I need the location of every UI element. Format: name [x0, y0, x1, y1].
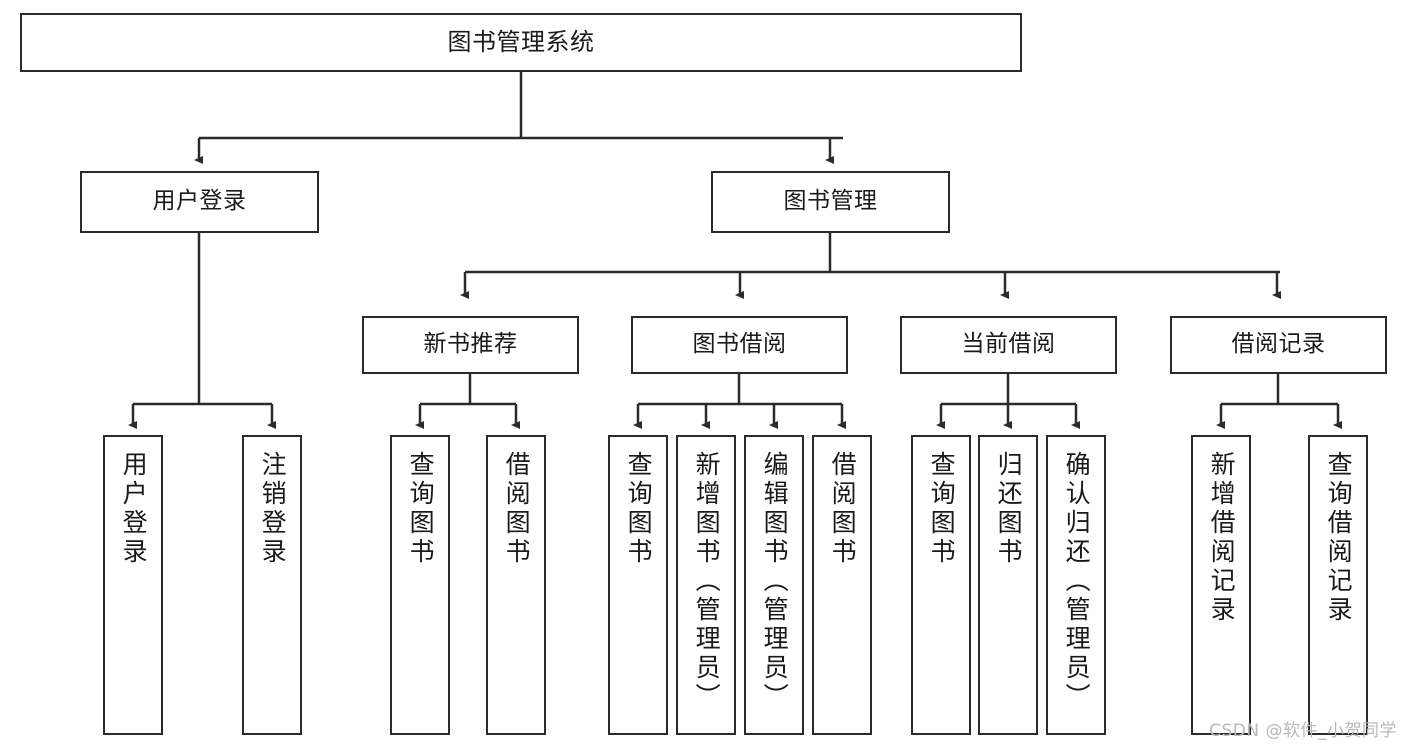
- node-new-book-recommend[interactable]: 新书推荐: [362, 316, 579, 374]
- node-leaf-query-book-current[interactable]: 查询图书: [911, 435, 971, 735]
- node-leaf-add-borrow-record[interactable]: 新增借阅记录: [1191, 435, 1251, 735]
- node-label: 借阅图书: [828, 451, 858, 567]
- node-label: 图书借阅: [692, 331, 787, 358]
- watermark-text: CSDN @软件_小贺同学: [1209, 721, 1397, 741]
- node-leaf-borrow-book-recommend[interactable]: 借阅图书: [486, 435, 546, 735]
- node-user-login[interactable]: 用户登录: [80, 171, 319, 233]
- node-leaf-query-book-recommend[interactable]: 查询图书: [390, 435, 450, 735]
- node-leaf-return-book[interactable]: 归还图书: [978, 435, 1038, 735]
- node-leaf-borrow-book[interactable]: 借阅图书: [812, 435, 872, 735]
- node-label: 查询借阅记录: [1324, 451, 1354, 625]
- node-label: 新增借阅记录: [1207, 451, 1237, 625]
- node-leaf-query-borrow-record[interactable]: 查询借阅记录: [1308, 435, 1368, 735]
- node-label: 当前借阅: [961, 331, 1056, 358]
- node-label: 用户登录: [119, 451, 149, 567]
- node-label: 查询图书: [624, 451, 654, 567]
- node-leaf-edit-book-admin[interactable]: 编辑图书（管理员）: [744, 435, 804, 735]
- node-label: 查询图书: [406, 451, 436, 567]
- node-label: 新增图书（管理员）: [692, 451, 722, 712]
- node-label: 编辑图书（管理员）: [760, 451, 790, 712]
- node-current-borrow[interactable]: 当前借阅: [900, 316, 1117, 374]
- node-label: 用户登录: [152, 188, 247, 215]
- node-root-book-management-system[interactable]: 图书管理系统: [20, 13, 1022, 72]
- node-label: 借阅记录: [1231, 331, 1326, 358]
- node-label: 新书推荐: [423, 331, 518, 358]
- node-leaf-query-book-borrow[interactable]: 查询图书: [608, 435, 668, 735]
- node-leaf-add-book-admin[interactable]: 新增图书（管理员）: [676, 435, 736, 735]
- node-label: 确认归还（管理员）: [1062, 451, 1092, 712]
- node-borrow-record[interactable]: 借阅记录: [1170, 316, 1387, 374]
- node-label: 注销登录: [258, 451, 288, 567]
- node-book-borrow[interactable]: 图书借阅: [631, 316, 848, 374]
- node-label: 图书管理: [783, 188, 878, 215]
- node-label: 归还图书: [994, 451, 1024, 567]
- node-leaf-logout-login[interactable]: 注销登录: [242, 435, 302, 735]
- node-leaf-user-login[interactable]: 用户登录: [103, 435, 163, 735]
- node-label: 查询图书: [927, 451, 957, 567]
- node-book-management[interactable]: 图书管理: [711, 171, 950, 233]
- node-leaf-confirm-return-admin[interactable]: 确认归还（管理员）: [1046, 435, 1106, 735]
- node-label: 借阅图书: [502, 451, 532, 567]
- node-label: 图书管理系统: [447, 28, 595, 57]
